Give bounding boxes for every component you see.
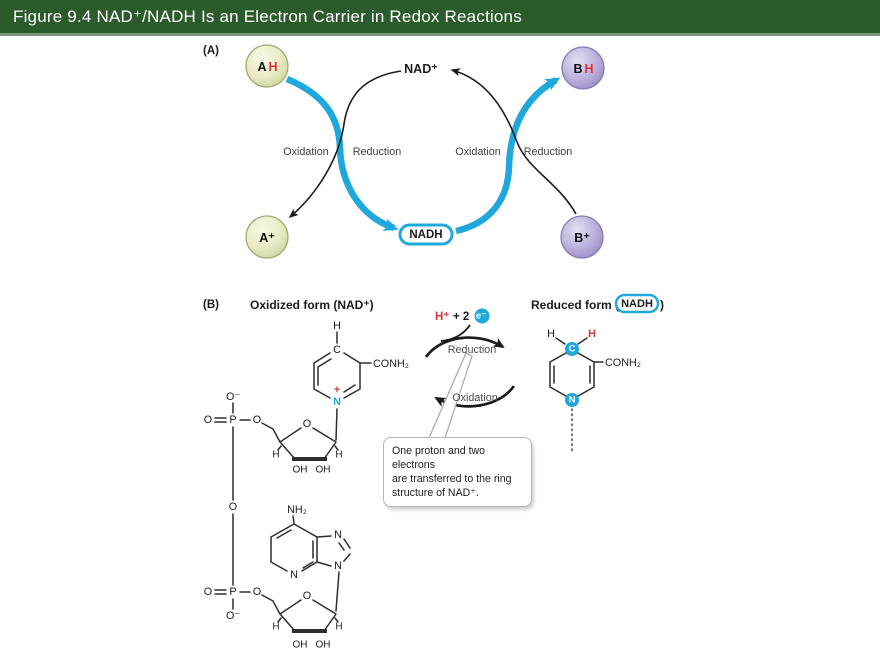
arrow-ah-to-nadh [285, 76, 399, 232]
a-plus-label: A⁺ [259, 231, 275, 245]
panel-b-label: (B) [203, 299, 219, 311]
a-plus-sphere [245, 215, 289, 259]
reduced-structure: H H C N CONH₂ [547, 328, 641, 452]
reduced-h-left: H [547, 328, 555, 340]
oxidation-right-label: Oxidation [455, 146, 501, 158]
nicotinamide-c-top: C [333, 344, 341, 356]
reduced-nadh-label: NADH [621, 298, 653, 310]
reduced-conh2: CONH₂ [605, 357, 641, 369]
arrow-nad-to-aplus [288, 70, 402, 218]
phosphate1-o-double: O [204, 414, 212, 426]
oxidation-left-label: Oxidation [283, 146, 329, 158]
molecule-ah: A H [245, 44, 289, 88]
adenine-n-top-right: N [334, 529, 342, 541]
reduced-ring-bonds [549, 352, 595, 397]
adenine: NH₂ N N N [270, 504, 351, 612]
ah-letter-h: H [268, 60, 277, 74]
nicotinamide-h-top: H [333, 320, 341, 332]
ribose1-h-left: H [272, 450, 279, 461]
phosphate-2: O P O O⁻ [204, 586, 261, 622]
nad-plus-label: NAD⁺ [404, 62, 438, 76]
nadh-label: NADH [409, 229, 442, 241]
phosphate2-o-right: O [253, 586, 261, 598]
adenine-n-bottom: N [290, 569, 298, 581]
bh-letter-h: H [584, 62, 593, 76]
reduction-right-label: Reduction [524, 146, 573, 158]
reduced-nadh-pill-box [614, 293, 660, 314]
ah-letter-a: A [257, 60, 266, 74]
reduction-label: Reduction [448, 344, 497, 356]
b-plus-sphere [560, 215, 604, 259]
oxidized-form-title: Oxidized form (NAD⁺) [250, 298, 374, 312]
adenine-nh2: NH₂ [287, 504, 307, 516]
reduction-left-label: Reduction [353, 146, 402, 158]
reduced-c-label: C [569, 344, 576, 355]
ribose1-oh-left: OH [293, 465, 308, 476]
arrow-bplus-to-nad [450, 68, 577, 215]
figure-title: Figure 9.4 NAD⁺/NADH Is an Electron Carr… [13, 6, 522, 26]
nicotinamide-plus-charge: + [334, 384, 340, 396]
ribose2-oh-left: OH [293, 640, 308, 651]
molecule-bh: B H [561, 46, 605, 90]
bridge-o: O [229, 501, 237, 513]
ribose2-h-left: H [272, 622, 279, 633]
bh-letter-b: B [573, 62, 582, 76]
panel-a-label: (A) [203, 45, 219, 57]
nicotinamide-ring-bonds [313, 352, 361, 399]
phosphate2-o-minus: O⁻ [226, 610, 240, 622]
bh-sphere [561, 46, 605, 90]
molecule-b-plus: B⁺ [560, 215, 604, 259]
reduced-c-circle [565, 342, 579, 356]
proton-electron-group: H⁺ + 2 e⁻ [435, 308, 490, 342]
callout-line-3: structure of NAD⁺. [392, 487, 479, 499]
panel-b-structures: (B) Oxidized form (NAD⁺) Reduced form ( … [203, 293, 664, 651]
reduction-arrow [424, 336, 505, 358]
electron-circle [474, 308, 490, 324]
nicotinamide-n: N [333, 396, 341, 408]
ribose-1: O H H OH OH [261, 418, 343, 476]
phosphate1-o-right: O [253, 414, 261, 426]
electron-label: e⁻ [476, 311, 486, 322]
ribose2-o: O [303, 590, 311, 602]
callout-line-2: are transferred to the ring [392, 473, 512, 485]
plus-two-label: + 2 [453, 311, 469, 323]
phosphate1-o-minus: O⁻ [226, 391, 240, 403]
reduced-n-label: N [569, 395, 576, 406]
phosphate-1: O⁻ O P O [204, 391, 261, 501]
reduced-nadh-pill: NADH [614, 293, 660, 314]
ribose1-o: O [303, 418, 311, 430]
ribose2-h-right: H [335, 622, 342, 633]
b-plus-label: B⁺ [574, 231, 590, 245]
nadh-pill-box [398, 223, 454, 246]
phosphate2-p: P [229, 586, 236, 598]
h-plus-label: H⁺ [435, 311, 449, 323]
phosphate1-p: P [229, 414, 236, 426]
arrow-nadh-to-bh [455, 77, 561, 235]
reduced-h-right: H [588, 328, 596, 340]
nadh-pill: NADH [398, 223, 454, 246]
reduced-form-title-open: Reduced form ( [531, 298, 619, 312]
oxidation-label: Oxidation [452, 392, 498, 404]
reduced-n-circle [565, 393, 579, 407]
oxidized-structure: H C + N CONH₂ O H H [204, 320, 409, 651]
reduced-form-title-close: ) [660, 298, 664, 312]
oxidized-conh2: CONH₂ [373, 358, 409, 370]
ribose1-oh-right: OH [316, 465, 331, 476]
electron-transfer-connector [440, 324, 471, 342]
ah-sphere [245, 44, 289, 88]
ribose-2: O H H OH OH [261, 590, 343, 651]
callout-box: One proton and two electrons are transfe… [383, 437, 532, 507]
callout-line-1: One proton and two electrons [392, 445, 486, 471]
panel-a-cycle: (A) A H B H A⁺ B⁺ [203, 44, 605, 259]
adenine-n-bottom-right: N [334, 560, 342, 572]
figure-title-bar: Figure 9.4 NAD⁺/NADH Is an Electron Carr… [0, 0, 880, 36]
ribose1-h-right: H [335, 450, 342, 461]
ribose2-oh-right: OH [316, 640, 331, 651]
phosphate2-o-double: O [204, 586, 212, 598]
molecule-a-plus: A⁺ [245, 215, 289, 259]
